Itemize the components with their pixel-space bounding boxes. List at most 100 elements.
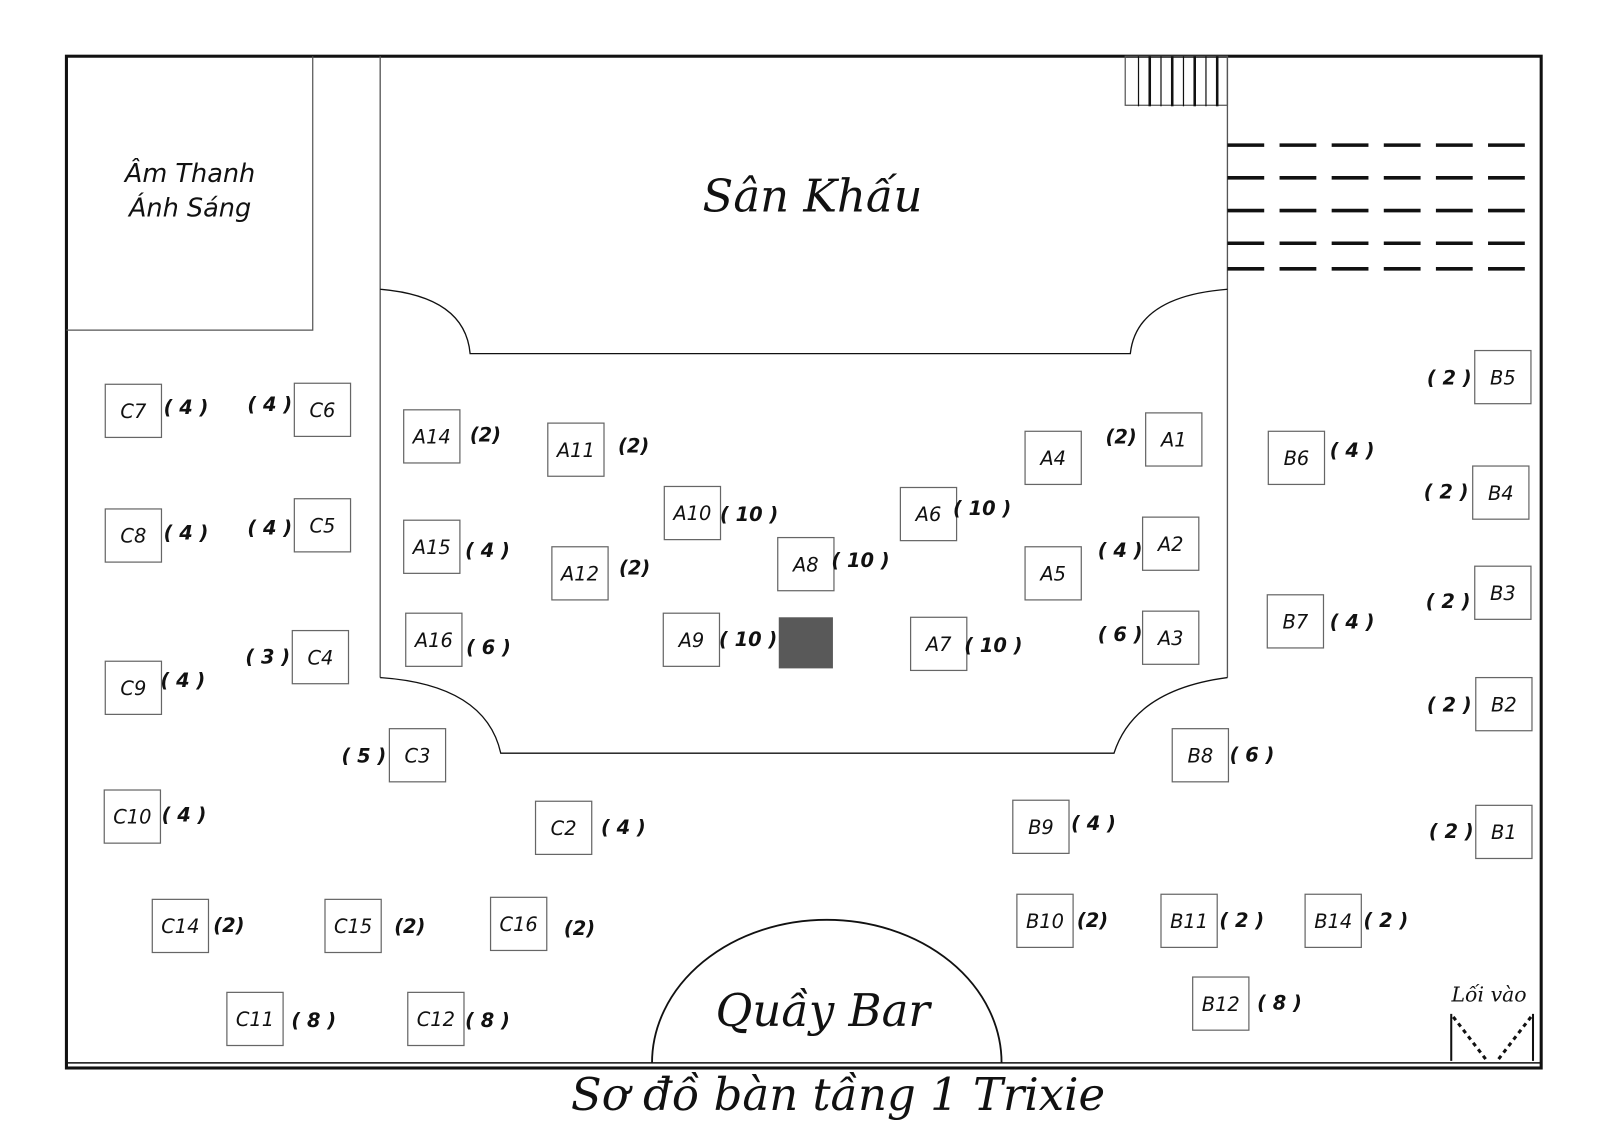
table-box[interactable]: [534, 800, 593, 856]
table-box[interactable]: [1474, 349, 1532, 405]
table-a12[interactable]: A12(2): [551, 546, 650, 601]
table-box[interactable]: [1145, 412, 1203, 467]
table-c11[interactable]: C11( 8 ): [226, 991, 336, 1047]
table-box[interactable]: [547, 422, 605, 477]
table-box[interactable]: [899, 486, 958, 542]
table-a7[interactable]: A7( 10 ): [909, 616, 1023, 672]
table-a9[interactable]: A9( 10 ): [662, 612, 777, 667]
page-title: Sơ đồ bàn tầng 1 Trixie: [571, 1068, 1105, 1121]
table-c2[interactable]: C2( 4 ): [534, 800, 646, 856]
table-box[interactable]: [1474, 565, 1532, 620]
table-box[interactable]: [1016, 893, 1074, 949]
table-c9[interactable]: C9( 4 ): [104, 660, 206, 715]
table-box[interactable]: [226, 991, 284, 1047]
table-b14[interactable]: B14( 2 ): [1304, 893, 1408, 949]
table-box[interactable]: [1141, 610, 1200, 665]
table-box[interactable]: [1267, 430, 1326, 486]
table-b12[interactable]: B12( 8 ): [1192, 976, 1302, 1031]
table-box[interactable]: [324, 898, 382, 954]
table-a8[interactable]: A8 ( 10 ): [777, 536, 890, 592]
table-box[interactable]: [1160, 893, 1218, 949]
table-c5[interactable]: C5( 4 ): [247, 498, 352, 553]
table-box[interactable]: [662, 612, 721, 667]
table-a14[interactable]: A14(2): [403, 409, 501, 464]
outer-wall: [64, 54, 1543, 1070]
table-capacity: ( 2 ): [1363, 909, 1408, 932]
table-c6[interactable]: C6( 4 ): [247, 382, 352, 438]
table-a15[interactable]: A15( 4 ): [403, 519, 510, 574]
table-box[interactable]: [1141, 516, 1200, 571]
table-b10[interactable]: B10(2): [1016, 893, 1108, 949]
table-b9[interactable]: B9( 4 ): [1012, 799, 1116, 854]
table-box[interactable]: [403, 519, 461, 574]
table-c10[interactable]: C10( 4 ): [103, 789, 206, 844]
table-box[interactable]: [293, 382, 352, 438]
table-box[interactable]: [405, 612, 463, 667]
table-box[interactable]: [293, 498, 352, 553]
table-capacity: ( 8 ): [1257, 992, 1302, 1015]
table-a1[interactable]: A1(2): [1106, 412, 1203, 467]
table-box[interactable]: [103, 789, 162, 844]
table-a16[interactable]: A16( 6 ): [405, 612, 511, 667]
table-b2[interactable]: B2( 2 ): [1427, 676, 1533, 732]
table-box[interactable]: [1475, 804, 1533, 860]
table-c12[interactable]: C12( 8 ): [407, 991, 510, 1047]
table-b8[interactable]: B8( 6 ): [1171, 728, 1274, 783]
table-capacity: ( 2 ): [1429, 820, 1474, 843]
table-b6[interactable]: B6( 4 ): [1267, 430, 1374, 486]
table-label: C14: [161, 915, 199, 938]
table-box[interactable]: [777, 536, 835, 592]
table-box[interactable]: [407, 991, 465, 1047]
table-box[interactable]: [1266, 594, 1325, 649]
table-box[interactable]: [388, 728, 447, 783]
table-c4[interactable]: C4( 3 ): [245, 629, 350, 685]
table-capacity: ( 4 ): [161, 669, 206, 692]
table-box[interactable]: [1024, 546, 1082, 601]
table-c3[interactable]: C3( 5 ): [341, 728, 447, 783]
table-box[interactable]: [1472, 465, 1530, 520]
table-label: C10: [113, 806, 151, 829]
table-box[interactable]: [1012, 799, 1070, 854]
table-capacity: ( 10 ): [831, 549, 889, 572]
table-a6[interactable]: A6( 10 ): [899, 486, 1011, 542]
table-box[interactable]: [104, 383, 163, 439]
stairs-icon: [1124, 55, 1229, 107]
table-b3[interactable]: B3( 2 ): [1426, 565, 1532, 620]
table-box[interactable]: [1024, 430, 1082, 486]
table-b4[interactable]: B4( 2 ): [1424, 465, 1530, 520]
table-box[interactable]: [151, 898, 210, 954]
table-box[interactable]: [104, 508, 163, 563]
table-box[interactable]: [403, 409, 461, 464]
table-box[interactable]: [489, 896, 548, 952]
table-box[interactable]: [663, 485, 722, 541]
table-capacity: ( 4 ): [247, 393, 292, 416]
table-label: A8: [791, 553, 819, 576]
table-c16[interactable]: C16(2): [489, 896, 596, 952]
table-capacity: ( 6 ): [466, 636, 511, 659]
table-a2[interactable]: A2( 4 ): [1098, 516, 1200, 571]
table-box[interactable]: [1171, 728, 1230, 783]
table-box[interactable]: [551, 546, 609, 601]
table-box[interactable]: [909, 616, 968, 672]
table-c14[interactable]: C14(2): [151, 898, 245, 954]
table-a3[interactable]: A3( 6 ): [1098, 610, 1200, 665]
table-b7[interactable]: B7( 4 ): [1266, 594, 1375, 649]
table-c8[interactable]: C8( 4 ): [104, 508, 209, 563]
table-c7[interactable]: C7( 4 ): [104, 383, 208, 439]
table-box[interactable]: [104, 660, 163, 715]
table-a10[interactable]: A10( 10 ): [663, 485, 778, 541]
table-box[interactable]: [1192, 976, 1250, 1031]
table-b5[interactable]: B5( 2 ): [1427, 349, 1532, 405]
table-capacity: ( 4 ): [164, 522, 209, 545]
table-capacity: ( 4 ): [1330, 611, 1375, 634]
table-c15[interactable]: C15(2): [324, 898, 425, 954]
table-b11[interactable]: B11( 2 ): [1160, 893, 1264, 949]
table-a5[interactable]: A5: [1024, 546, 1082, 601]
table-a11[interactable]: A11(2): [547, 422, 649, 477]
table-box[interactable]: [291, 629, 350, 685]
table-box[interactable]: [1304, 893, 1362, 949]
table-b1[interactable]: B1( 2 ): [1429, 804, 1533, 860]
table-box[interactable]: [1475, 676, 1533, 732]
table-a4[interactable]: A4: [1024, 430, 1082, 486]
